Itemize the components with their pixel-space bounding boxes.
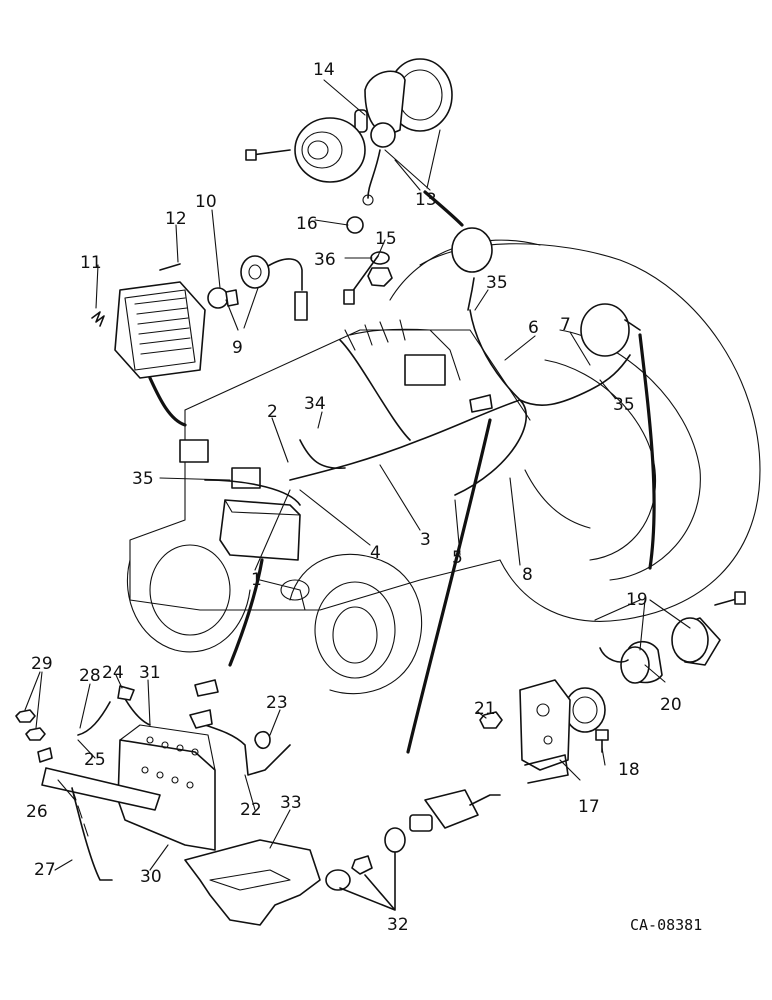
pointer-lines	[24, 79, 691, 871]
callout-35-right: 35	[613, 395, 635, 415]
callout-19: 19	[626, 590, 648, 610]
headlight-assembly	[91, 255, 308, 379]
callout-7: 7	[560, 315, 571, 335]
callout-3: 3	[420, 530, 431, 550]
callout-8: 8	[522, 565, 533, 585]
switch-assembly	[325, 789, 501, 911]
callout-1: 1	[251, 570, 262, 590]
wiring-harness	[179, 277, 631, 561]
callout-25: 25	[84, 750, 106, 770]
callout-13: 13	[415, 190, 437, 210]
callout-10: 10	[195, 192, 217, 212]
callout-11: 11	[80, 253, 102, 273]
callout-30: 30	[140, 867, 162, 887]
callout-34: 34	[304, 394, 326, 414]
callout-32: 32	[387, 915, 409, 935]
callout-12: 12	[165, 209, 187, 229]
callout-14: 14	[313, 60, 335, 80]
drawing-code: CA-08381	[630, 916, 702, 934]
callout-20: 20	[660, 695, 682, 715]
callout-18: 18	[618, 760, 640, 780]
rear-lamp-top	[245, 58, 453, 206]
callout-28: 28	[79, 666, 101, 686]
callout-35-left: 35	[132, 469, 154, 489]
tractor-outline	[126, 239, 761, 695]
callout-2: 2	[267, 402, 278, 422]
callout-15: 15	[375, 229, 397, 249]
small-parts	[343, 216, 393, 305]
callout-9: 9	[232, 338, 243, 358]
side-lamps	[451, 227, 641, 357]
callout-labels: 1 2 3 4 5 6 7 8 9 10 11 12 13 14 15 16 1…	[26, 60, 702, 935]
callout-31: 31	[139, 663, 161, 683]
callout-36: 36	[314, 250, 336, 270]
callout-35-top: 35	[486, 273, 508, 293]
leader-lines	[148, 190, 656, 754]
callout-17: 17	[578, 797, 600, 817]
callout-5: 5	[452, 548, 463, 568]
battery-assembly	[15, 679, 321, 926]
callout-4: 4	[370, 543, 381, 563]
callout-21: 21	[474, 699, 496, 719]
callout-29: 29	[31, 654, 53, 674]
callout-23: 23	[266, 693, 288, 713]
callout-24: 24	[102, 663, 124, 683]
callout-16: 16	[296, 214, 318, 234]
callout-6: 6	[528, 318, 539, 338]
callout-33: 33	[280, 793, 302, 813]
callout-26: 26	[26, 802, 48, 822]
callout-27: 27	[34, 860, 56, 880]
callout-22: 22	[240, 800, 262, 820]
